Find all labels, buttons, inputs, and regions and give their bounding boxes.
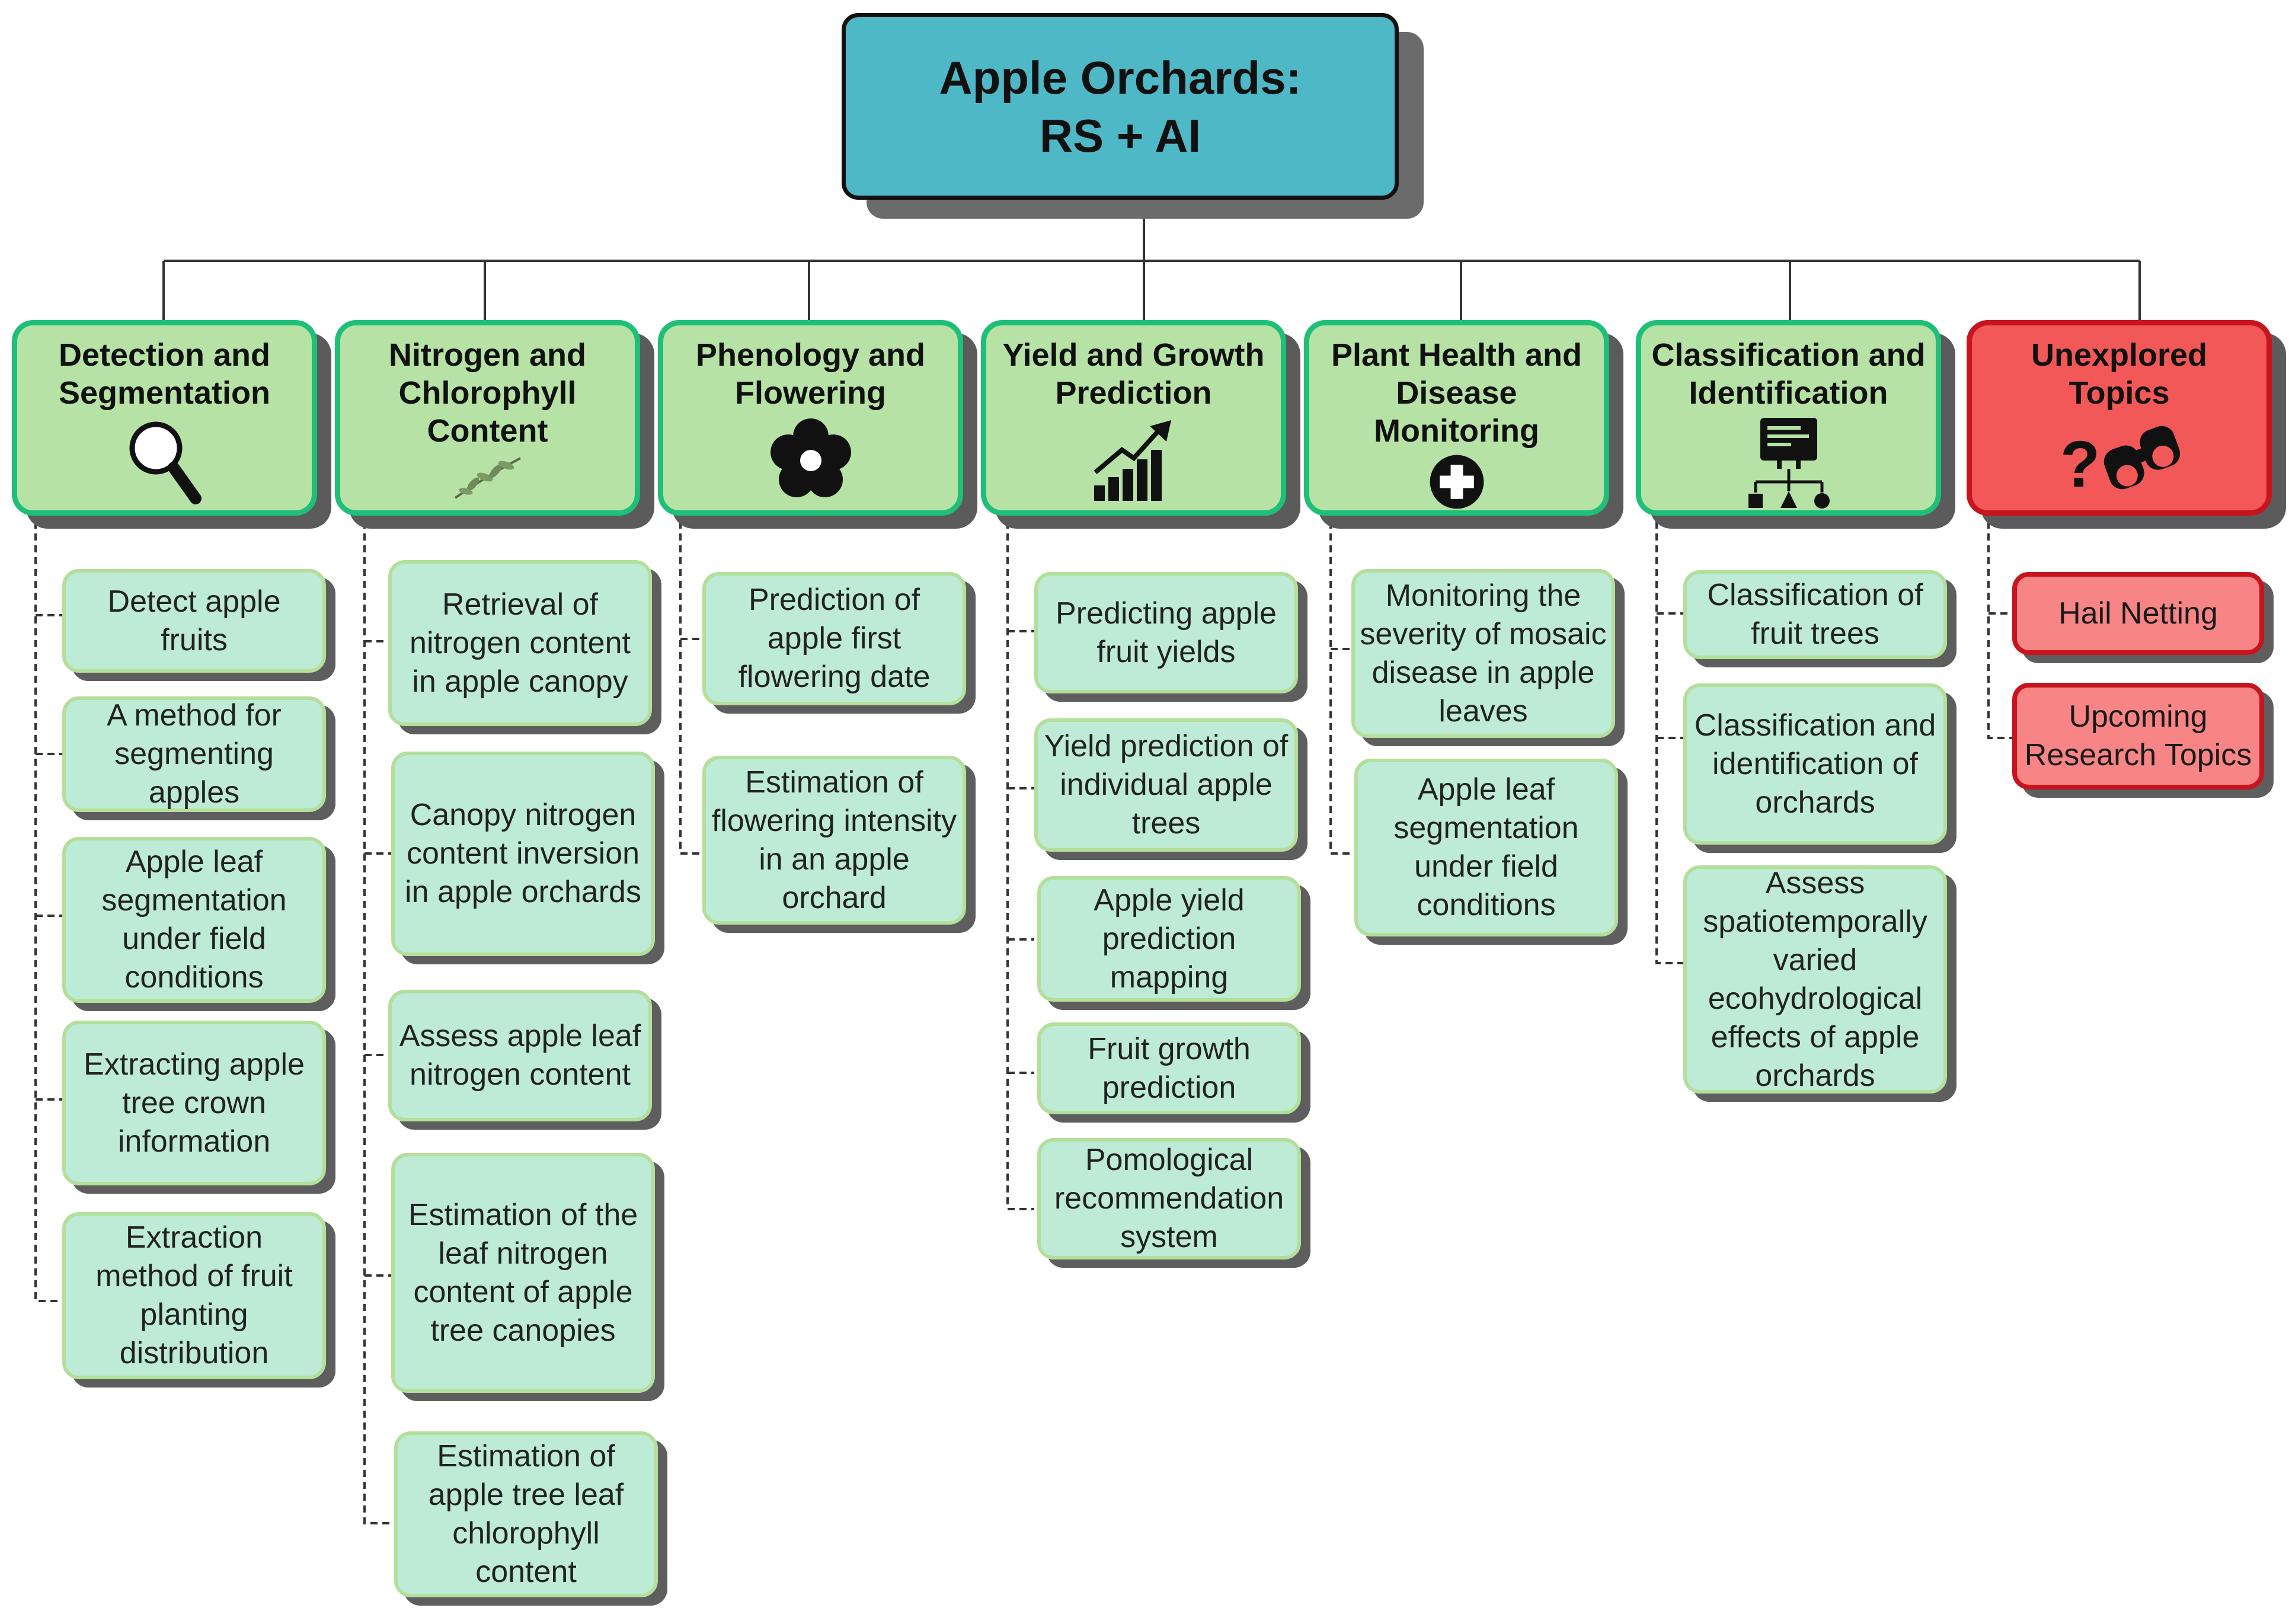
leaf-nitrogen-canopies: Estimation of the leaf nitrogen content …	[391, 1153, 655, 1393]
leaf-detect-apple-fruits: Detect apple fruits	[62, 569, 326, 673]
leaf-hail-netting: Hail Netting	[2012, 572, 2264, 655]
leaf-sprig-icon	[454, 457, 521, 499]
leaf-label: Upcoming Research Topics	[2024, 699, 2252, 772]
leaf-label: Canopy nitrogen content inversion in app…	[405, 798, 641, 909]
leaf-ecohydrological-effects: Assess spatiotemporally varied ecohydrol…	[1683, 865, 1947, 1094]
category-title: Classification and Identification	[1651, 337, 1926, 411]
leaf-label: Extracting apple tree crown information	[84, 1047, 305, 1159]
leaf-label: Classification of fruit trees	[1707, 578, 1923, 651]
leaf-label: Monitoring the severity of mosaic diseas…	[1360, 578, 1607, 728]
leaf-assess-nitrogen: Assess apple leaf nitrogen content	[388, 990, 652, 1121]
root-node: Apple Orchards: RS + AI	[842, 13, 1399, 200]
growth-chart-icon	[1093, 420, 1171, 501]
leaf-label: Classification and identification of orc…	[1694, 708, 1936, 820]
leaf-fruit-tree-classification: Classification of fruit trees	[1683, 570, 1947, 659]
flower-icon	[770, 418, 851, 497]
category-title: Yield and Growth Prediction	[1002, 337, 1265, 411]
leaf-label: Assess spatiotemporally varied ecohydrol…	[1703, 865, 1927, 1093]
leaf-tree-crown: Extracting apple tree crown information	[62, 1021, 326, 1185]
category-title: Detection and Segmentation	[58, 337, 271, 411]
leaf-label: Detect apple fruits	[107, 584, 281, 657]
leaf-label: Apple leaf segmentation under field cond…	[101, 845, 287, 995]
root-title: Apple Orchards:	[939, 51, 1302, 104]
category-yield-growth: Yield and Growth Prediction	[981, 320, 1286, 516]
leaf-label: Estimation of the leaf nitrogen content …	[408, 1197, 638, 1348]
leaf-apple-leaf-segmentation: Apple leaf segmentation under field cond…	[62, 837, 326, 1003]
category-title: Nitrogen and Chlorophyll Content	[389, 337, 586, 449]
leaf-mosaic-disease: Monitoring the severity of mosaic diseas…	[1351, 569, 1615, 738]
leaf-individual-tree-yield: Yield prediction of individual apple tre…	[1034, 718, 1298, 852]
category-nitrogen-chlorophyll: Nitrogen and Chlorophyll Content	[335, 320, 640, 516]
leaf-label: Retrieval of nitrogen content in apple c…	[410, 587, 631, 699]
magnifier-icon	[129, 421, 202, 504]
leaf-label: Fruit growth prediction	[1088, 1031, 1251, 1105]
leaf-pomological-system: Pomological recommendation system	[1037, 1138, 1301, 1259]
leaf-label: Prediction of apple first flowering date	[738, 583, 931, 694]
svg-text:?: ?	[2060, 428, 2100, 493]
medical-cross-icon	[1430, 455, 1484, 509]
hierarchy-board-icon	[1748, 418, 1830, 509]
root-subtitle: RS + AI	[1039, 109, 1201, 162]
leaf-label: Extraction method of fruit planting dist…	[95, 1220, 293, 1370]
leaf-nitrogen-retrieval: Retrieval of nitrogen content in apple c…	[388, 560, 652, 726]
leaf-label: Assess apple leaf nitrogen content	[399, 1019, 641, 1092]
category-classification: Classification and Identification	[1636, 320, 1941, 516]
leaf-fruit-growth: Fruit growth prediction	[1037, 1022, 1301, 1114]
leaf-predicting-yields: Predicting apple fruit yields	[1034, 572, 1298, 693]
leaf-label: Estimation of flowering intensity in an …	[711, 765, 957, 915]
leaf-label: Yield prediction of individual apple tre…	[1044, 729, 1289, 840]
leaf-label: Pomological recommendation system	[1054, 1143, 1284, 1254]
category-title: Unexplored Topics	[2031, 337, 2208, 411]
leaf-first-flowering-date: Prediction of apple first flowering date	[702, 572, 966, 705]
leaf-fruit-planting-distribution: Extraction method of fruit planting dist…	[62, 1212, 326, 1379]
question-binoculars-icon: ?	[2060, 426, 2180, 493]
leaf-label: Apple yield prediction mapping	[1094, 883, 1245, 995]
leaf-label: A method for segmenting apples	[107, 698, 282, 810]
category-detection-segmentation: Detection and Segmentation	[12, 320, 317, 516]
leaf-flowering-intensity: Estimation of flowering intensity in an …	[702, 756, 966, 925]
leaf-connectors	[34, 522, 2012, 1524]
category-title: Phenology and Flowering	[695, 337, 926, 411]
leaf-yield-mapping: Apple yield prediction mapping	[1037, 876, 1301, 1002]
leaf-label: Estimation of apple tree leaf chlorophyl…	[428, 1439, 624, 1589]
leaf-chlorophyll: Estimation of apple tree leaf chlorophyl…	[394, 1431, 658, 1597]
leaf-label: Apple leaf segmentation under field cond…	[1393, 772, 1579, 922]
leaf-canopy-nitrogen-inversion: Canopy nitrogen content inversion in app…	[391, 752, 655, 956]
category-title: Plant Health and Disease Monitoring	[1331, 337, 1583, 449]
tree-connectors	[162, 200, 2141, 320]
category-phenology-flowering: Phenology and Flowering	[658, 320, 963, 516]
leaf-segmenting-apples: A method for segmenting apples	[62, 696, 326, 812]
category-plant-health: Plant Health and Disease Monitoring	[1304, 320, 1609, 516]
leaf-upcoming-research: Upcoming Research Topics	[2012, 683, 2264, 789]
leaf-health-segmentation: Apple leaf segmentation under field cond…	[1354, 759, 1618, 936]
leaf-orchard-identification: Classification and identification of orc…	[1683, 683, 1947, 845]
category-unexplored: Unexplored Topics ?	[1967, 320, 2272, 516]
leaf-label: Hail Netting	[2058, 596, 2218, 631]
leaf-label: Predicting apple fruit yields	[1056, 596, 1277, 669]
